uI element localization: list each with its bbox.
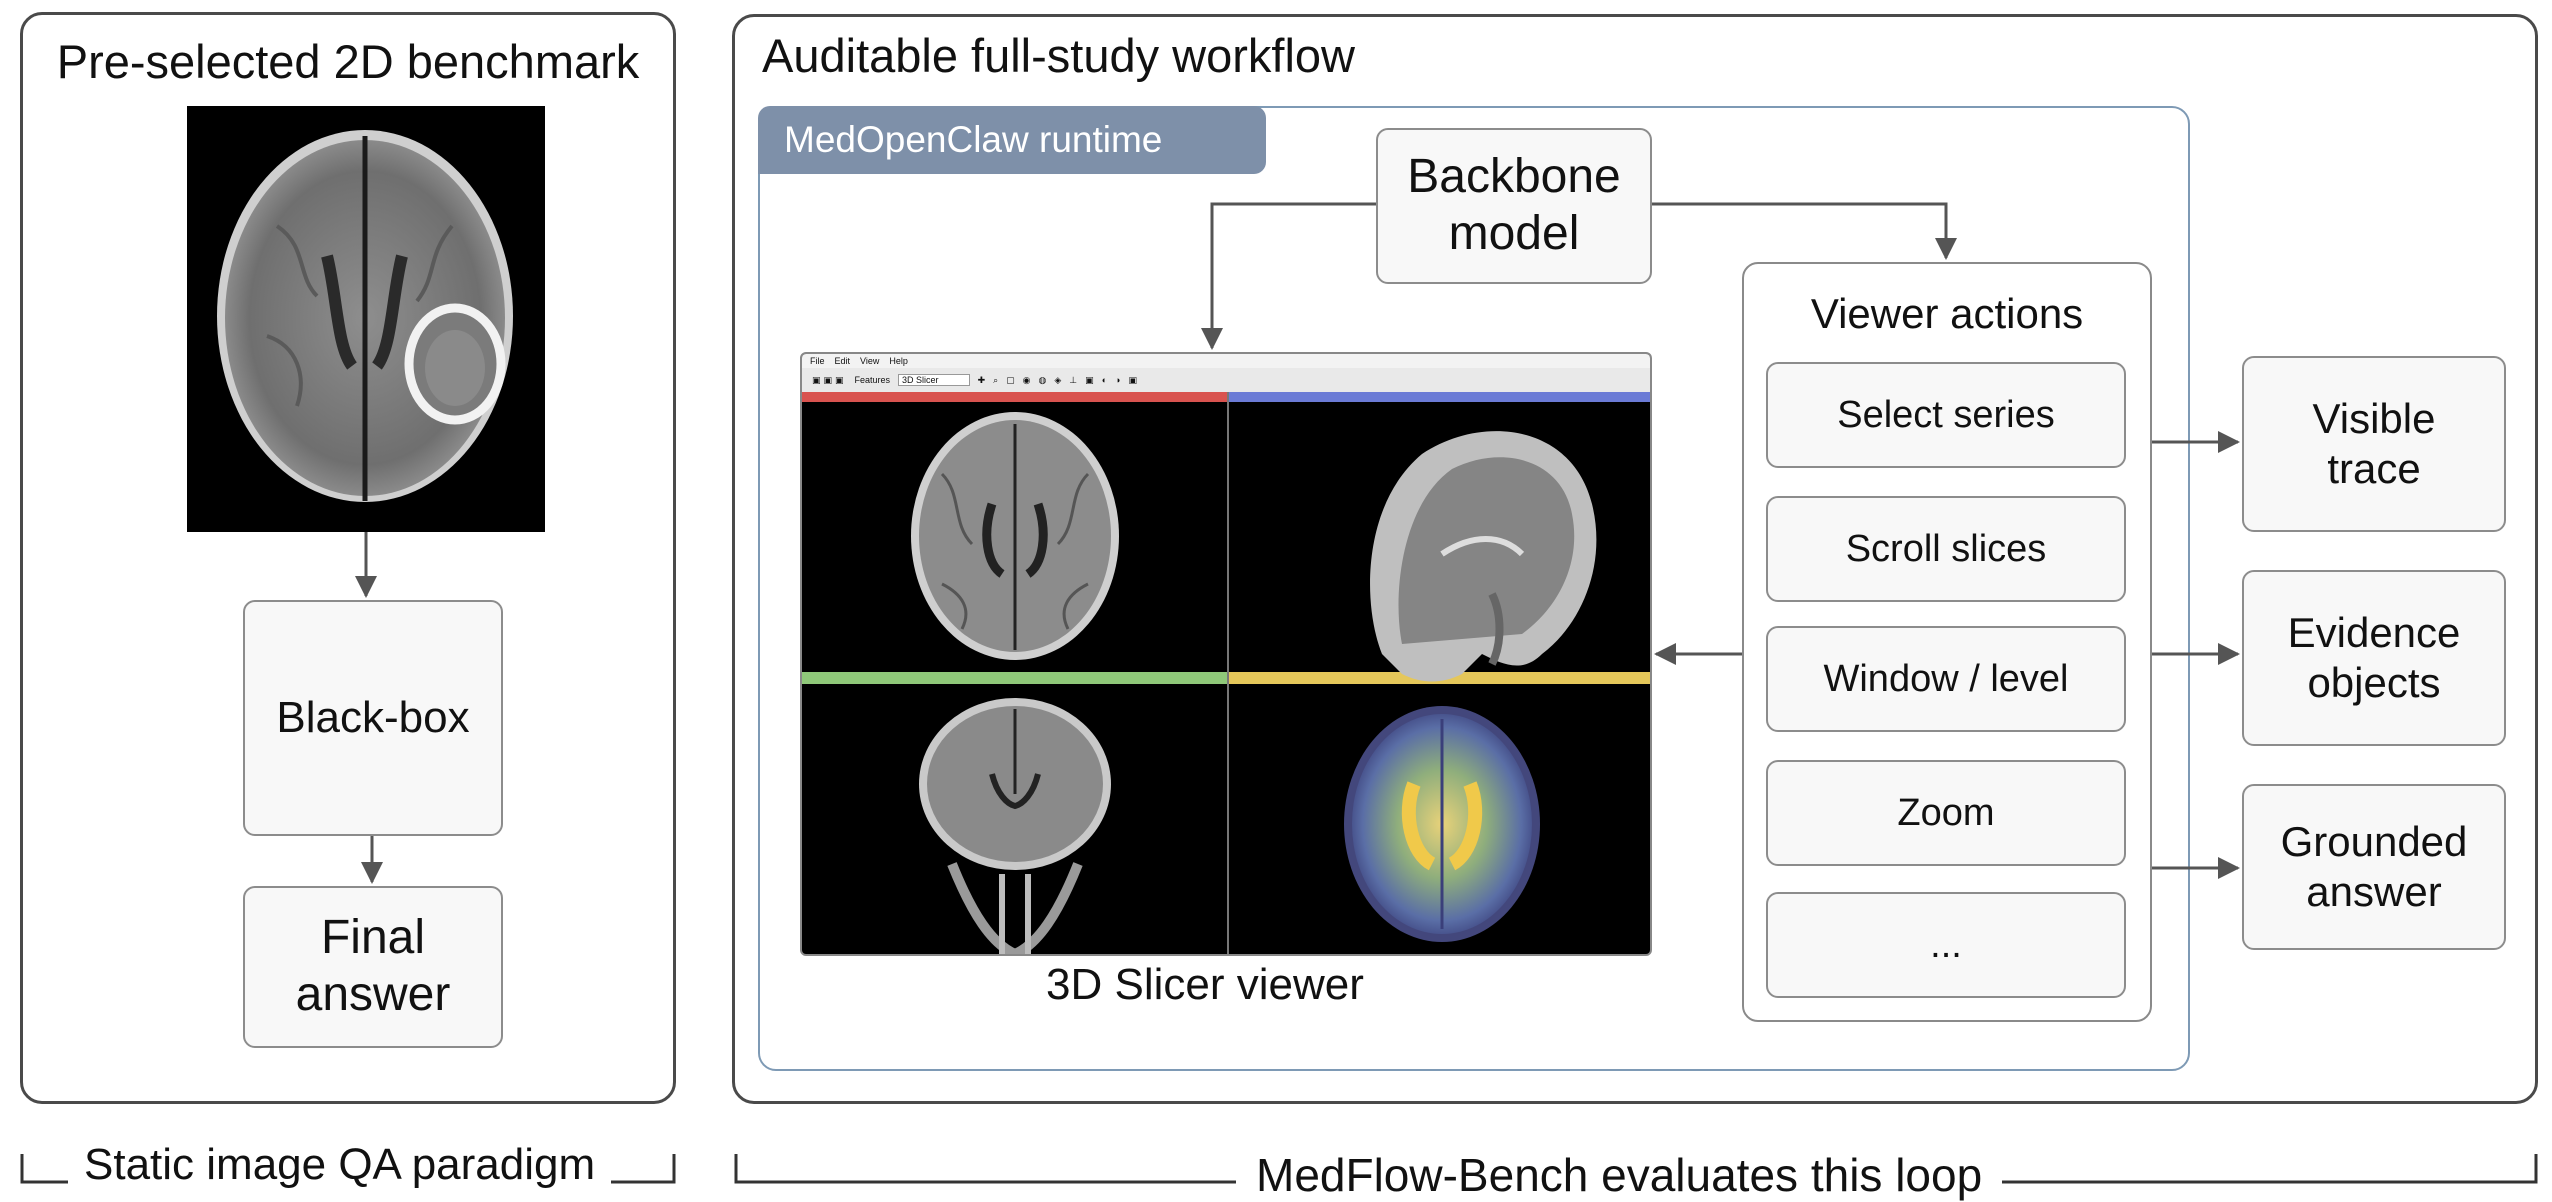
module-label: Features	[854, 375, 891, 385]
action-zoom: Zoom	[1766, 760, 2126, 866]
slicer-viewer-screenshot: File Edit View Help ▣▣▣ Features 3D Slic…	[800, 352, 1652, 956]
final-answer-node: Final answer	[243, 886, 503, 1048]
viewer-actions-title: Viewer actions	[1810, 290, 2084, 337]
menu-file: File	[810, 356, 825, 366]
output-evidence-objects: Evidence objects	[2242, 570, 2506, 746]
sagittal-slice	[1370, 431, 1597, 682]
pane-divider	[1227, 392, 1229, 954]
left-panel-title: Pre-selected 2D benchmark	[56, 35, 640, 88]
action-select-series: Select series	[1766, 362, 2126, 468]
blackbox-node: Black-box	[243, 600, 503, 836]
red-slice-bar	[802, 392, 1228, 402]
runtime-label: MedOpenClaw runtime	[758, 106, 1266, 174]
viewer-menubar: File Edit View Help	[802, 354, 1650, 368]
right-panel-title: Auditable full-study workflow	[762, 29, 1355, 82]
green-slice-bar	[802, 672, 1228, 684]
output-visible-trace: Visible trace	[2242, 356, 2506, 532]
pet-fused-slice	[1344, 706, 1540, 942]
brain-mri-drawing	[217, 130, 513, 502]
toolbar-icons: ▣▣▣	[812, 374, 847, 385]
viewer-caption: 3D Slicer viewer	[1046, 960, 1364, 1009]
output-grounded-answer: Grounded answer	[2242, 784, 2506, 950]
backbone-model-node: Backbone model	[1376, 128, 1652, 284]
menu-view: View	[860, 356, 880, 366]
brain-mri-image	[187, 106, 545, 532]
action-scroll-slices: Scroll slices	[1766, 496, 2126, 602]
toolbar-tool-icons: ✚⌕▢◉◍◈⊥▣◐◑▣	[977, 374, 1145, 385]
menu-help: Help	[889, 356, 908, 366]
action-more: ...	[1766, 892, 2126, 998]
menu-edit: Edit	[834, 356, 851, 366]
runtime-container	[758, 106, 2190, 1071]
blue-slice-bar	[1228, 392, 1650, 402]
viewer-toolbar: ▣▣▣ Features 3D Slicer ✚⌕▢◉◍◈⊥▣◐◑▣	[802, 368, 1650, 392]
viewer-slices-drawing	[911, 412, 1597, 954]
axial-slice	[911, 412, 1119, 660]
right-footer-caption: MedFlow-Bench evaluates this loop	[1236, 1148, 2003, 1202]
coronal-slice	[919, 698, 1111, 954]
action-window-level: Window / level	[1766, 626, 2126, 732]
left-footer-caption: Static image QA paradigm	[68, 1140, 612, 1190]
module-select: 3D Slicer	[898, 374, 970, 386]
